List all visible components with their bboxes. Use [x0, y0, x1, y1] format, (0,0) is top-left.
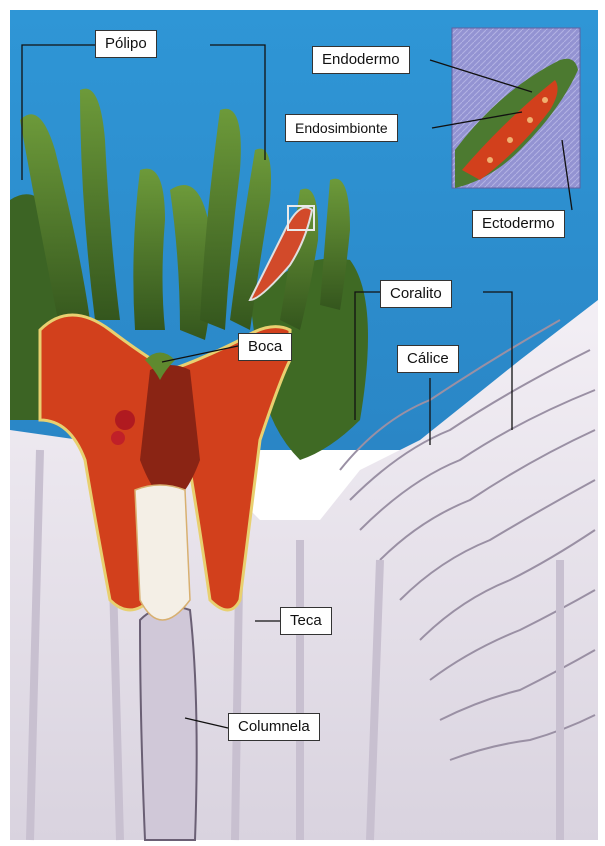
- label-boca: Boca: [238, 333, 292, 361]
- label-columnela: Columnela: [228, 713, 320, 741]
- label-polipo: Pólipo: [95, 30, 157, 58]
- columnella: [140, 607, 197, 840]
- label-ectodermo: Ectodermo: [472, 210, 565, 238]
- inset-detail: [452, 28, 580, 188]
- label-endosimbionte: Endosimbionte: [285, 114, 398, 142]
- label-calice: Cálice: [397, 345, 459, 373]
- label-coralito: Coralito: [380, 280, 452, 308]
- label-endodermo: Endodermo: [312, 46, 410, 74]
- label-teca: Teca: [280, 607, 332, 635]
